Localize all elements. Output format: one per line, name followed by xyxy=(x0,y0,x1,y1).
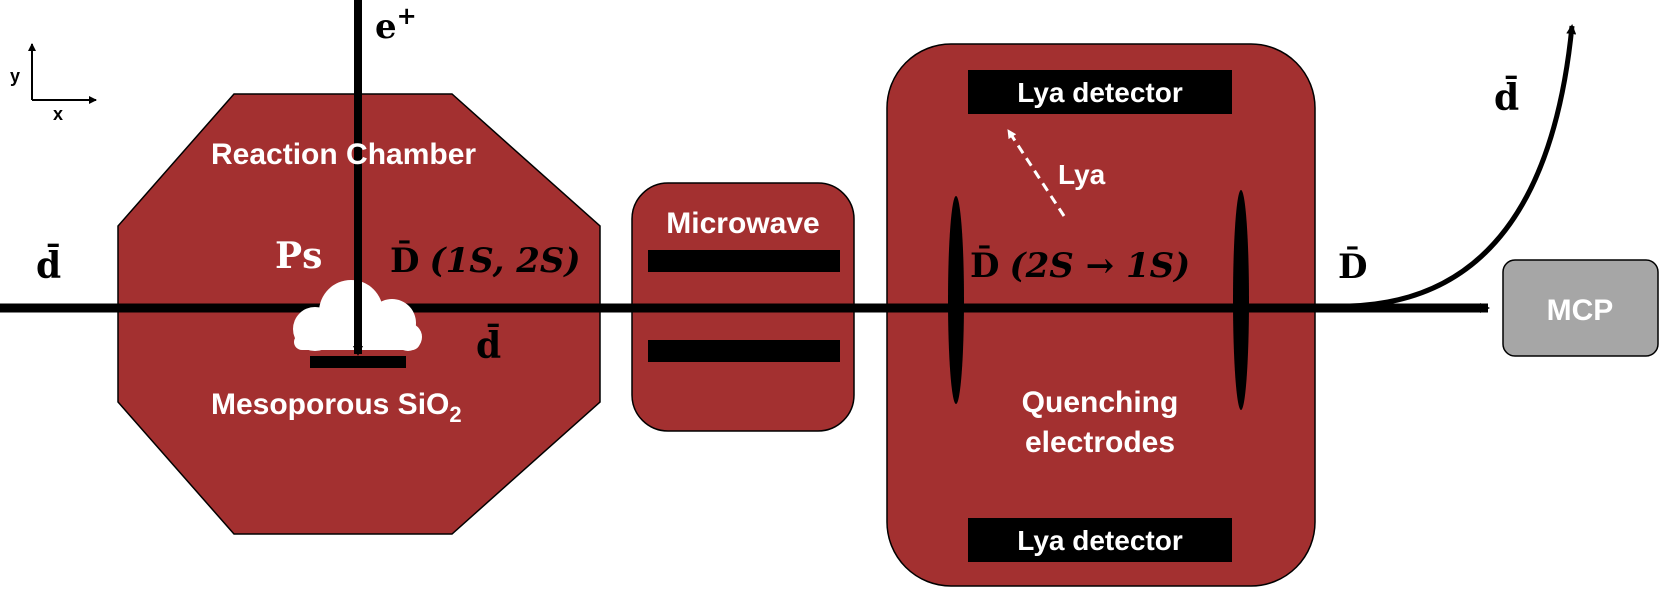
lya-photon-label: Lya xyxy=(1058,159,1106,190)
reaction-dbar-label: d̄ xyxy=(476,323,501,367)
mcp-label: MCP xyxy=(1547,294,1614,327)
exit-dbar-label: D̄ xyxy=(1338,246,1367,287)
reaction-chamber-title: Reaction Chamber xyxy=(211,138,476,171)
quench-electrode-right xyxy=(1233,190,1249,410)
deflected-dbar-label: d̄ xyxy=(1494,75,1519,119)
target-name: Mesoporous SiO xyxy=(211,388,449,421)
x-axis-label: x xyxy=(53,104,63,124)
microwave-title: Microwave xyxy=(666,207,819,240)
lya-detector-bottom-label: Lya detector xyxy=(1017,525,1183,556)
beam-in-label: d̄ xyxy=(36,243,61,287)
target-subscript: 2 xyxy=(449,402,461,427)
product-label: D̄(1S, 2S) xyxy=(390,240,581,281)
lya-photon-arrow xyxy=(1006,129,1066,217)
deflected-beam-arrow xyxy=(1349,24,1577,309)
lya-detector-top-label: Lya detector xyxy=(1017,77,1183,108)
axes-indicator: y x xyxy=(10,43,97,124)
positron-symbol: e xyxy=(375,7,397,47)
product-symbol: D̄ xyxy=(390,240,419,281)
microwave-plate-top xyxy=(648,250,840,272)
positron-label: e+ xyxy=(375,1,417,47)
lya-detector-bottom xyxy=(968,518,1232,562)
quenching-electrodes-line1: Quenching xyxy=(1022,386,1179,419)
mcp-box xyxy=(1502,259,1659,357)
quench-electrode-left xyxy=(948,196,964,404)
microwave-plate-bottom xyxy=(648,340,840,362)
y-axis-label: y xyxy=(10,66,20,86)
ps-cloud xyxy=(293,280,422,351)
quenching-electrodes-line2: electrodes xyxy=(1025,426,1175,459)
positron-charge: + xyxy=(397,1,417,30)
transition-symbol: D̄ xyxy=(970,245,999,286)
mesoporous-target-plate xyxy=(310,356,406,368)
product-states: (1S, 2S) xyxy=(429,241,580,281)
transition-label: D̄(2S → 1S) xyxy=(970,245,1190,286)
lya-detector-top xyxy=(968,70,1232,114)
transition-states: (2S → 1S) xyxy=(1009,246,1190,286)
ps-label: Ps xyxy=(275,235,322,277)
target-label: Mesoporous SiO2 xyxy=(211,388,462,427)
quench-box xyxy=(886,43,1316,587)
